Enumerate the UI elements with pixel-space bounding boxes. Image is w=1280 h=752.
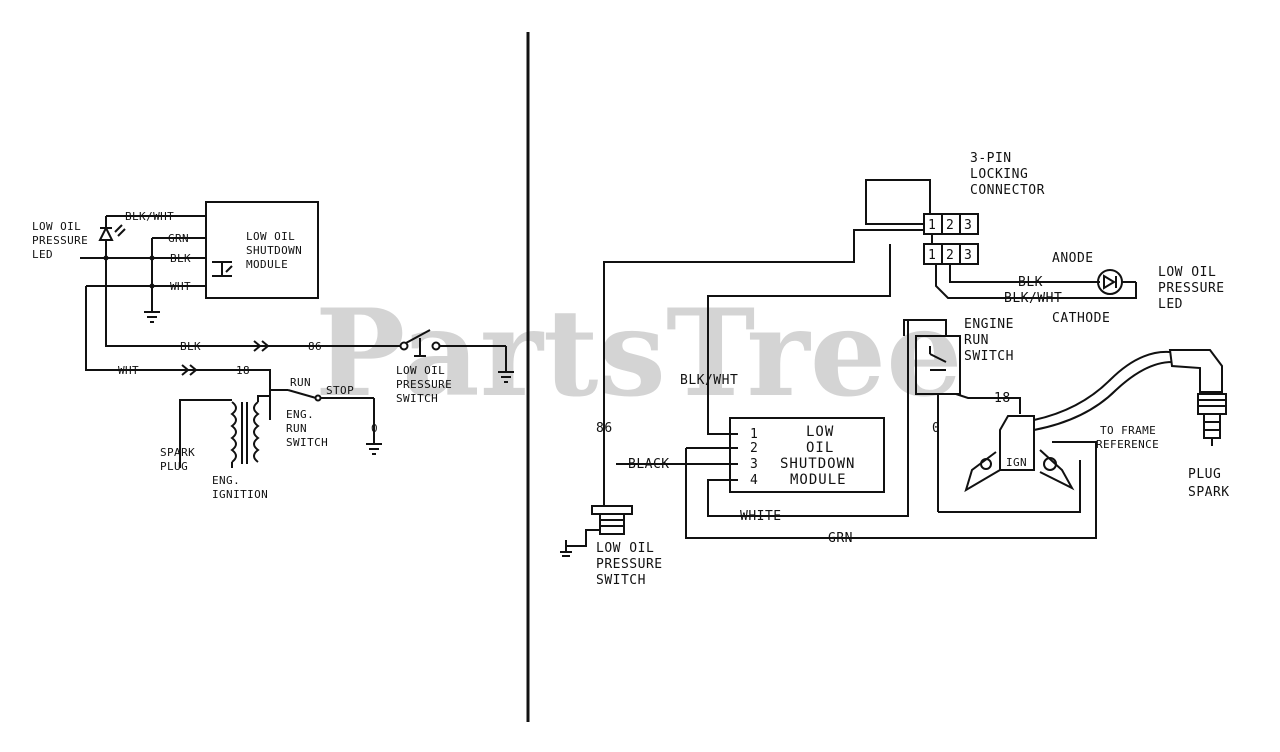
right-wire-blk: BLK [1018,275,1043,290]
right-module-pin-3: 3 [750,457,758,472]
right-lops-label-2: PRESSURE [596,557,663,572]
right-low-oil-pressure-switch [560,500,633,557]
left-module-label-2: SHUTDOWN [246,244,302,257]
right-led-label-3: LED [1158,297,1183,312]
left-ers-label-2: RUN [286,422,307,435]
right-ers-label-3: SWITCH [964,349,1014,364]
right-module-pin-1: 1 [750,427,758,442]
right-to-frame-1: TO FRAME [1100,424,1156,437]
left-spark-plug-2: PLUG [160,460,188,473]
left-wire-wht: WHT [170,280,191,293]
right-module-label-3: SHUTDOWN [780,456,855,472]
left-led-label-1: LOW OIL [32,220,81,233]
right-module-pin-2: 2 [750,441,758,456]
left-module-label-3: MODULE [246,258,288,271]
right-num-0: 0 [932,421,940,436]
left-led-label-3: LED [32,248,53,261]
right-conn-bot-pin-1: 1 [928,248,936,263]
right-ers-label-2: RUN [964,333,989,348]
right-connector-label-1: 3-PIN [970,151,1012,166]
right-wire-white: WHITE [740,509,782,524]
right-wire-blk-wht: BLK/WHT [1004,291,1062,306]
right-engine-run-switch [915,335,1021,512]
right-plug-spark-2: SPARK [1188,485,1230,500]
right-ign-label: IGN [1006,456,1027,469]
left-run-label: RUN [290,376,311,389]
right-spark-plug [1168,349,1227,446]
right-wire-grn: GRN [828,531,853,546]
right-conn-top-pin-1: 1 [928,218,936,233]
left-ignition-coil [179,395,271,468]
left-led-symbol [98,216,126,258]
left-module-label-1: LOW OIL [246,230,295,243]
right-num-18: 18 [994,391,1011,406]
right-module-label-1: LOW [806,424,834,440]
left-wire-blk-main: BLK [180,340,201,353]
right-anode: ANODE [1052,251,1094,266]
left-stop-label: STOP [326,384,354,397]
left-wire-wht-main: WHT [118,364,139,377]
right-lops-label-3: SWITCH [596,573,646,588]
left-wire-blk-wht: BLK/WHT [125,210,174,223]
right-num-86: 86 [596,421,613,436]
right-led-label-1: LOW OIL [1158,265,1216,280]
right-connector-label-2: LOCKING [970,167,1028,182]
right-conn-bot-pin-3: 3 [964,248,972,263]
left-ers-label-3: SWITCH [286,436,328,449]
right-connector-label-3: CONNECTOR [970,183,1045,198]
left-num-18: 18 [236,364,250,377]
right-led-label-2: PRESSURE [1158,281,1225,296]
right-lops-label-1: LOW OIL [596,541,654,556]
right-wiring: 3-PIN LOCKING CONNECTOR 1 2 3 1 2 3 BLK [560,151,1230,588]
right-to-frame-2: REFERENCE [1096,438,1159,451]
right-connector-bottom: 1 2 3 [923,243,979,265]
right-cathode: CATHODE [1052,311,1110,326]
left-ers-label-1: ENG. [286,408,314,421]
right-wire-black: BLACK [628,457,670,472]
watermark: PartsTree [315,283,962,424]
left-lops-label-2: PRESSURE [396,378,452,391]
right-led-symbol [1097,269,1136,295]
right-conn-top-pin-2: 2 [946,218,954,233]
left-schematic: LOW OIL PRESSURE LED LOW OIL SHUTDOWN MO… [32,201,514,501]
right-conn-bot-pin-2: 2 [946,248,954,263]
left-num-86: 86 [308,340,322,353]
left-lops-label-1: LOW OIL [396,364,445,377]
left-wire-grn: GRN [168,232,189,245]
right-module-label-2: OIL [806,440,834,456]
left-module-box [205,201,319,299]
right-module-pin-4: 4 [750,473,758,488]
left-wire-blk: BLK [170,252,191,265]
left-eng-ignition-2: IGNITION [212,488,268,501]
left-low-oil-pressure-switch [399,329,514,383]
right-wire-blk-wht-v: BLK/WHT [680,373,738,388]
right-conn-top-pin-3: 3 [964,218,972,233]
left-lops-label-3: SWITCH [396,392,438,405]
right-connector-top: 1 2 3 [923,213,979,235]
right-ignition-coil: IGN [938,415,1081,513]
right-plug-spark-1: PLUG [1188,467,1221,482]
right-ers-label-1: ENGINE [964,317,1014,332]
left-led-label-2: PRESSURE [32,234,88,247]
left-num-0: 0 [371,422,378,435]
left-spark-plug-1: SPARK [160,446,195,459]
right-module-label-4: MODULE [790,472,847,488]
left-eng-ignition-1: ENG. [212,474,240,487]
right-module-box [729,417,885,493]
